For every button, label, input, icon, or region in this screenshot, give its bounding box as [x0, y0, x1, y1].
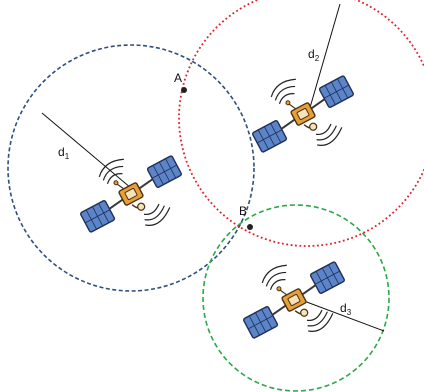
point-a-marker — [181, 87, 187, 93]
range-circle-3 — [202, 204, 390, 392]
range-circle-2 — [178, 0, 424, 247]
radius-line-d1 — [41, 112, 132, 189]
distance-label-d3: d3 — [340, 301, 352, 317]
satellite-icon — [236, 54, 370, 175]
point-a-label: A — [174, 71, 182, 85]
point-b-marker — [247, 224, 253, 230]
satellite-icon — [64, 134, 198, 255]
radius-line-d2 — [306, 3, 341, 119]
radius-line-d3 — [295, 297, 385, 332]
distance-label-d1: d1 — [58, 145, 70, 161]
range-circle-1 — [7, 44, 255, 292]
distance-label-d2: d2 — [308, 47, 320, 63]
point-b-label: B — [239, 204, 247, 218]
